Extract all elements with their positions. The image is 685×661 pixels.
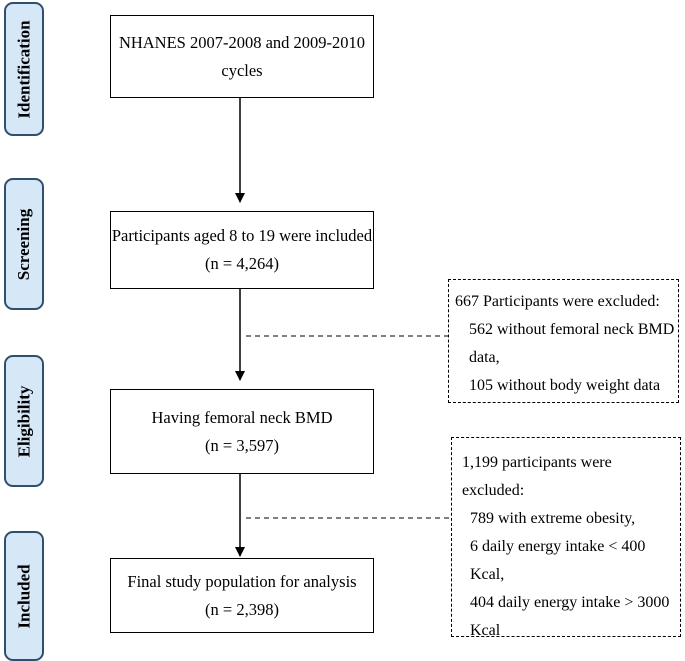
- box-line: cycles: [221, 60, 263, 80]
- stage-label: Included: [14, 563, 34, 629]
- box-line: NHANES 2007-2008 and 2009-2010: [118, 32, 366, 52]
- exclusion-line: 789 with extreme obesity,: [470, 510, 636, 527]
- stage-eligibility: Eligibility: [4, 355, 44, 487]
- exclusion-line: Kcal,: [470, 566, 505, 583]
- exclusion-line: data,: [469, 349, 500, 366]
- stage-identification: Identification: [4, 2, 44, 136]
- stage-label: Screening: [14, 208, 34, 280]
- eligibility-box: Having femoral neck BMD (n = 3,597): [110, 389, 374, 474]
- box-line: (n = 3,597): [205, 435, 279, 455]
- identification-box: NHANES 2007-2008 and 2009-2010 cycles: [110, 15, 374, 98]
- exclusion-line: excluded:: [462, 482, 525, 499]
- exclusion-line: 105 without body weight data: [469, 377, 661, 394]
- exclusion-line: 667 Participants were excluded:: [455, 293, 660, 310]
- screening-box: Participants aged 8 to 19 were included …: [110, 211, 374, 289]
- exclusion-line: 562 without femoral neck BMD: [469, 321, 675, 338]
- box-line: (n = 4,264): [205, 254, 279, 273]
- box-line: (n = 2,398): [205, 599, 279, 619]
- included-box: Final study population for analysis (n =…: [110, 558, 374, 633]
- stage-screening: Screening: [4, 178, 44, 310]
- exclusion-box-2: 1,199 participants were excluded: 789 wi…: [451, 437, 681, 639]
- exclusion-line: Kcal: [470, 622, 501, 639]
- exclusion-line: 6 daily energy intake < 400: [470, 538, 646, 555]
- box-line: Participants aged 8 to 19 were included: [111, 226, 373, 245]
- stage-label: Identification: [14, 19, 34, 119]
- stage-included: Included: [4, 531, 44, 661]
- box-line: Having femoral neck BMD: [151, 407, 333, 427]
- exclusion-box-1: 667 Participants were excluded: 562 with…: [448, 279, 679, 403]
- exclusion-line: 404 daily energy intake > 3000: [470, 594, 670, 611]
- box-line: Final study population for analysis: [127, 571, 357, 591]
- stage-label: Eligibility: [14, 385, 34, 457]
- exclusion-line: 1,199 participants were: [462, 454, 612, 471]
